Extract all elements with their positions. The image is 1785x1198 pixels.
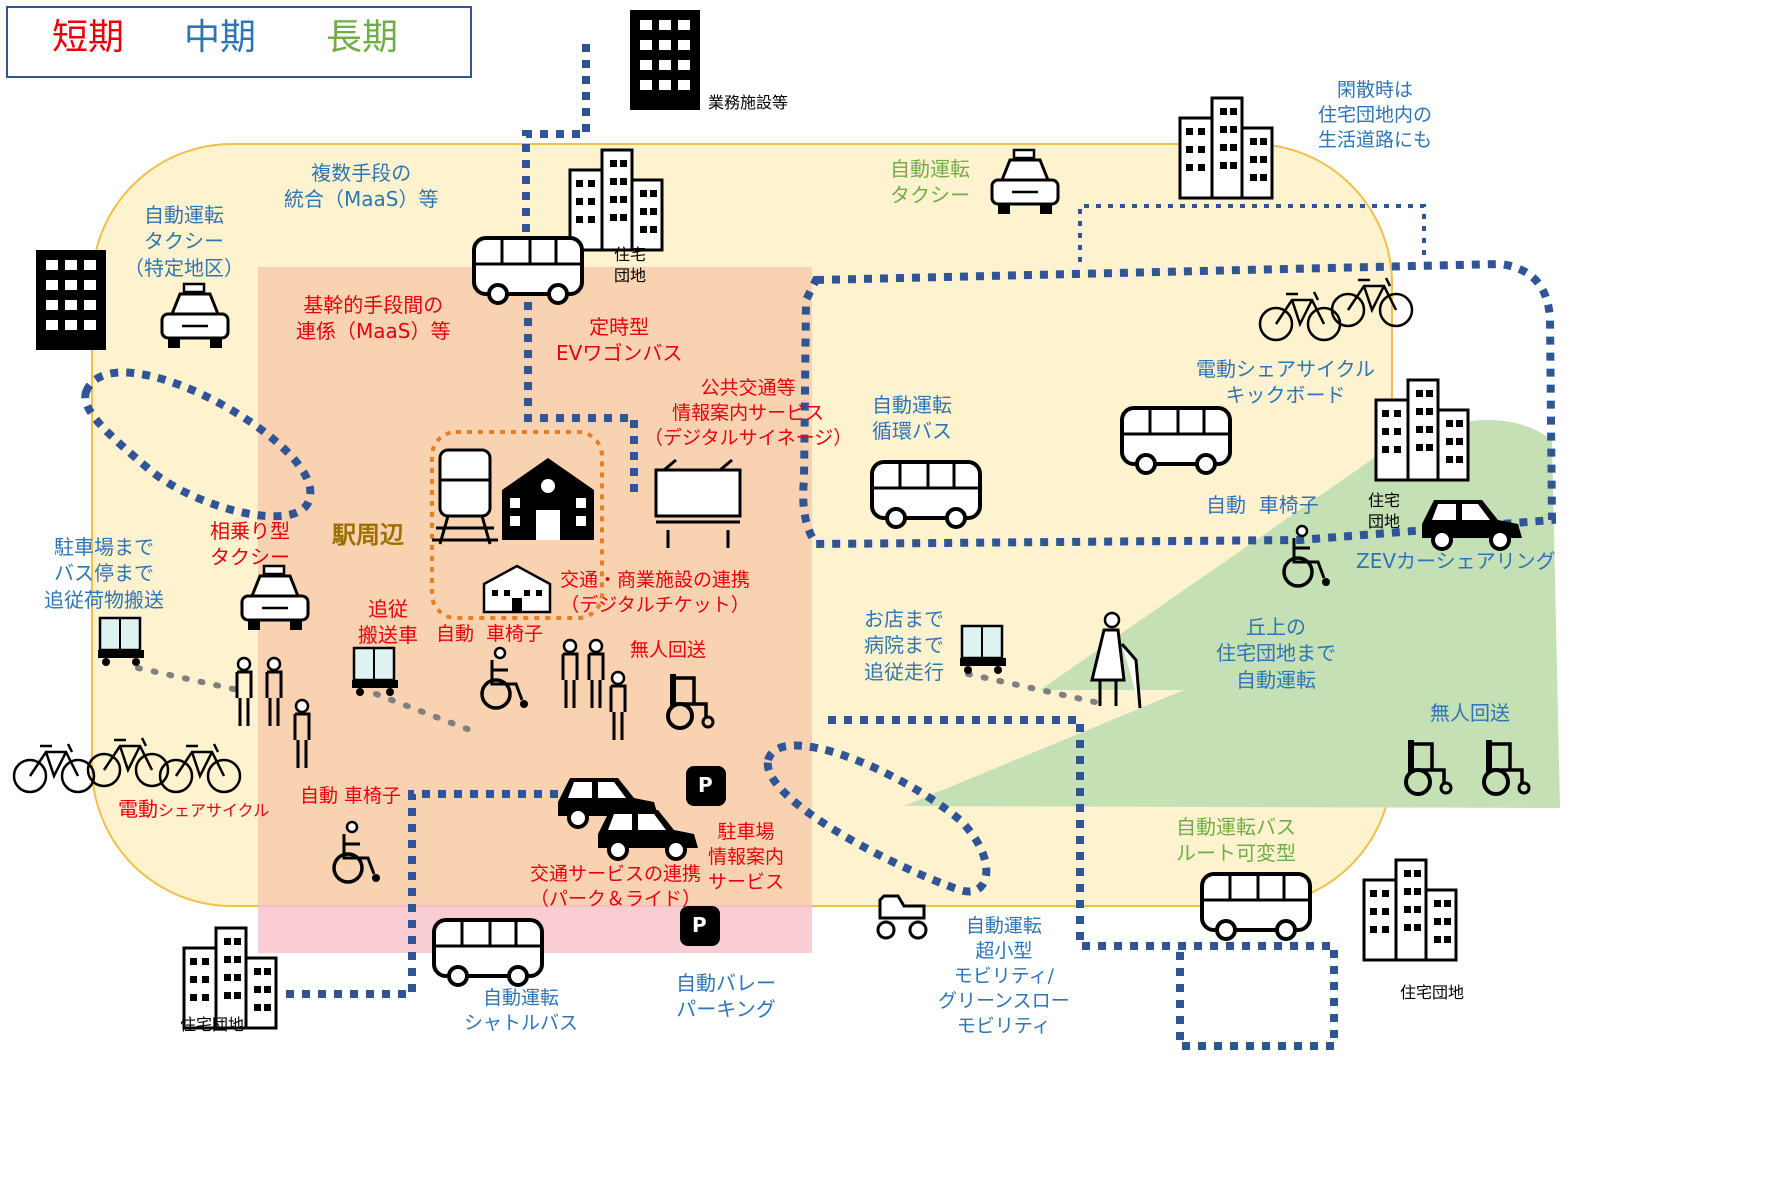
label-unmanned-return-center: 無人回送 (630, 639, 707, 661)
label-hilltop-housing: 丘上の 住宅団地まで 自動運転 (1216, 615, 1336, 692)
label-housing-complex-br: 住宅団地 (1400, 983, 1465, 1002)
office-building-icon (36, 250, 106, 350)
parking-sign-label: P (698, 773, 713, 797)
label-unmanned-return-right: 無人回送 (1430, 701, 1510, 725)
label-ebike-share-left-prefix: 電動 (118, 797, 158, 821)
label-autonomous-loop-bus: 自動運転 循環バス (872, 393, 952, 444)
bus-icon (432, 918, 544, 987)
legend-long-term: 長期 (326, 17, 399, 58)
label-park-and-ride: 交通サービスの連携 （パーク＆ライド） (530, 863, 702, 911)
label-variable-route-bus: 自動運転バス ルート可変型 (1176, 815, 1296, 866)
label-zev-car-sharing: ZEVカーシェアリング (1356, 549, 1556, 573)
office-building-icon (630, 10, 700, 110)
label-business-facilities: 業務施設等 (708, 93, 789, 112)
legend-mid-term: 中期 (184, 17, 257, 58)
label-following-carrier: 追従 搬送車 (358, 597, 418, 648)
train-icon (432, 448, 498, 545)
label-housing-complex-right: 住宅 団地 (1368, 491, 1401, 532)
legend-short-term: 短期 (52, 17, 125, 58)
label-store-hospital: お店まで 病院まで 追従走行 (864, 607, 944, 684)
parking-sign-label: P (692, 913, 707, 937)
shopping-building-icon (482, 564, 552, 614)
label-trunk-maas: 基幹的手段間の 連係（MaaS）等 (296, 293, 451, 344)
route-ev-wagon (524, 302, 638, 500)
label-ebike-share-left-suffix: シェアサイクル (158, 801, 270, 820)
label-ebike-share-left: 電動シェアサイクル (118, 796, 269, 822)
legend: 短期 中期 長期 (6, 6, 472, 78)
label-shared-taxi: 相乗り型 タクシー (210, 519, 290, 570)
label-auto-wheelchair-right: 自動 車椅子 (1206, 493, 1319, 517)
label-shuttle-bus: 自動運転 シャトルバス (464, 987, 579, 1035)
label-transport-commerce: 交通・商業施設の連携 （デジタルチケット） (560, 569, 751, 617)
bus-icon (1120, 406, 1232, 475)
label-public-transport-info: 公共交通等 情報案内サービス （デジタルサイネージ） (644, 377, 853, 450)
hill-area (904, 420, 1560, 808)
label-auto-wheelchair-left: 自動 車椅子 (300, 785, 402, 807)
bicycle-icon (12, 742, 96, 794)
bus-icon (1200, 872, 1312, 941)
label-parking-to-bus: 駐車場まで バス停まで 追従荷物搬送 (44, 535, 164, 612)
signage-icon (654, 458, 742, 548)
route-left-loop (81, 368, 315, 521)
housing-icon (1362, 858, 1458, 962)
idle-route (1078, 204, 1426, 262)
label-ebike-kickboard: 電動シェアサイクル キックボード (1196, 357, 1375, 408)
label-idle-time-note: 閑散時は 住宅団地内の 生活道路にも (1318, 79, 1433, 152)
housing-icon (1178, 96, 1274, 200)
label-valet-parking: 自動バレー パーキング (676, 971, 776, 1022)
label-station-area: 駅周辺 (332, 521, 404, 549)
label-parking-info: 駐車場 情報案内 サービス (708, 821, 785, 894)
label-maas-integration: 複数手段の 統合（MaaS）等 (284, 161, 439, 212)
bus-icon (870, 460, 982, 529)
route-shuttle (286, 790, 564, 998)
route-business (522, 44, 590, 232)
label-micro-mobility: 自動運転 超小型 モビリティ/ グリーンスロー モビリティ (938, 915, 1070, 1038)
micro-mobility-icon (876, 894, 928, 940)
label-ev-wagon-bus: 定時型 EVワゴンバス (556, 315, 683, 366)
elderly-person-icon (1090, 611, 1142, 709)
label-autonomous-taxi-green: 自動運転 タクシー (890, 157, 970, 208)
bus-icon (472, 236, 584, 305)
label-autonomous-taxi-special: 自動運転 タクシー （特定地区） (124, 203, 244, 280)
label-housing-complex-bl: 住宅団地 (180, 1015, 245, 1034)
station-boundary (430, 430, 604, 620)
station-building-icon (502, 458, 594, 540)
label-housing-complex-top: 住宅 団地 (614, 245, 647, 286)
route-micro-mobility (763, 741, 991, 896)
follow-paths (135, 665, 1107, 733)
label-auto-wheelchair-station: 自動 車椅子 (436, 623, 544, 645)
